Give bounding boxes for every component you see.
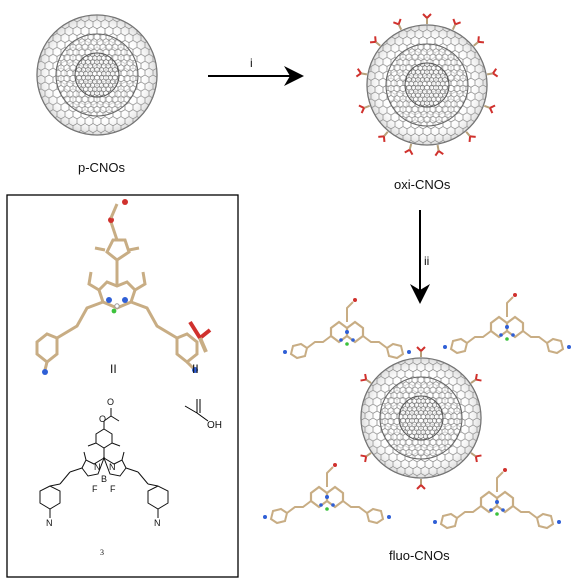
formula-n-dim-left: N — [46, 518, 53, 528]
oxidized-cno-sphere — [355, 13, 499, 157]
label-pristine: p-CNOs — [78, 160, 125, 175]
formula-n-right: N — [109, 462, 116, 472]
label-equiv-1: II — [110, 362, 117, 376]
dye-decoration-top-left — [281, 296, 413, 360]
reagent-frame — [6, 194, 239, 578]
label-equiv-2: II — [192, 362, 199, 376]
acetic-acid-stick-model — [188, 320, 212, 353]
formula-f-left: F — [92, 484, 98, 494]
formula-boron: B — [101, 474, 108, 484]
formula-n-left: N — [94, 462, 101, 472]
formula-f-right: F — [110, 484, 116, 494]
label-fluorescent: fluo-CNOs — [389, 548, 450, 563]
label-compound-number: 3 — [100, 548, 104, 557]
bodipy-stick-model — [35, 199, 199, 375]
formula-oh: OH — [207, 420, 222, 431]
dye-decoration-top-right — [441, 291, 573, 355]
bodipy-skeletal-formula — [39, 408, 169, 518]
formula-n-dim-right: N — [154, 518, 161, 528]
acetic-acid-skeletal — [184, 399, 209, 422]
formula-o-carbonyl: O — [107, 397, 115, 407]
label-oxidized: oxi-CNOs — [394, 177, 451, 192]
pristine-cno-sphere — [36, 14, 158, 136]
label-step-ii: ii — [424, 254, 430, 268]
fluorescent-cno-sphere — [261, 291, 573, 530]
dye-decoration-bottom-right — [431, 466, 563, 530]
label-step-i: i — [250, 56, 253, 70]
dye-decoration-bottom-left — [261, 461, 393, 525]
formula-o-ester: O — [99, 414, 107, 424]
